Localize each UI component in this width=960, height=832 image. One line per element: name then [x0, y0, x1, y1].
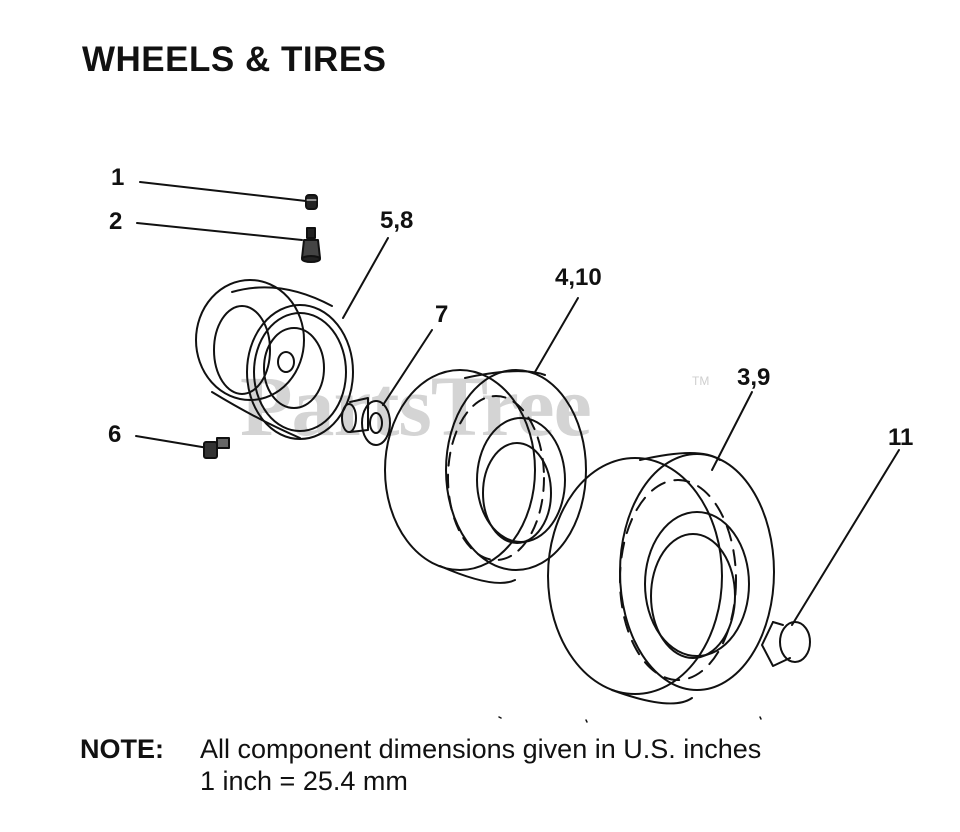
callout-3-9: 3,9	[737, 364, 771, 391]
leader-line-7	[382, 329, 433, 406]
wheel-rim-part	[195, 279, 354, 440]
callout-6: 6	[108, 421, 122, 448]
tire-3-9-part	[547, 452, 775, 705]
diagram-title: WHEELS & TIRES	[82, 40, 387, 79]
callout-11: 11	[888, 424, 914, 451]
callout-5-8: 5,8	[380, 207, 414, 234]
air-fitting-part	[203, 437, 230, 459]
leader-line-3-9	[711, 391, 753, 471]
center-cap-part	[761, 621, 811, 667]
leader-line-11	[791, 449, 900, 626]
leader-line-5-8	[342, 237, 389, 319]
trademark-mark: TM	[692, 374, 710, 388]
dimension-note: NOTE: All component dimensions given in U…	[80, 733, 761, 797]
note-line-2: 1 inch = 25.4 mm	[200, 766, 408, 796]
note-line-1: All component dimensions given in U.S. i…	[200, 734, 762, 764]
leader-line-4-10	[534, 297, 579, 373]
leader-line-2	[136, 222, 303, 241]
leader-line-1	[139, 181, 307, 202]
spacer-bushing-part	[341, 397, 391, 446]
callout-7: 7	[435, 301, 449, 328]
scan-specks	[498, 716, 762, 723]
valve-cap-part	[305, 194, 318, 210]
callout-2: 2	[109, 208, 123, 235]
callout-4-10: 4,10	[555, 264, 602, 291]
leader-line-6	[135, 435, 209, 449]
tire-4-10-part	[384, 369, 587, 584]
note-label: NOTE:	[80, 734, 164, 764]
valve-stem-part	[301, 227, 321, 263]
callout-1: 1	[111, 164, 125, 191]
